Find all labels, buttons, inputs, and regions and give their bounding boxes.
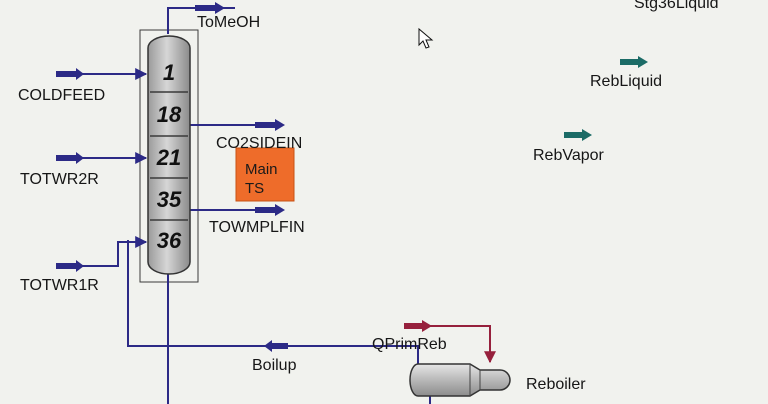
line-qprimreb <box>404 320 496 364</box>
stage-label: 21 <box>156 145 181 170</box>
label-totwr2r[interactable]: TOTWR2R <box>20 171 99 188</box>
stream-arrow-icon <box>620 56 648 68</box>
main-ts-line2: TS <box>245 180 264 197</box>
reboiler-exchanger[interactable] <box>409 363 511 397</box>
label-stg36liquid[interactable]: Stg36Liquid <box>634 0 719 12</box>
stage-label: 1 <box>163 60 175 85</box>
main-ts-block[interactable]: Main TS <box>235 147 295 202</box>
stream-arrow-icon <box>264 340 288 352</box>
line-totwr1r <box>56 236 148 267</box>
label-coldfeed[interactable]: COLDFEED <box>18 87 105 104</box>
mouse-pointer-icon <box>418 27 434 49</box>
label-qprimreb[interactable]: QPrimReb <box>372 336 447 353</box>
label-rebliquid[interactable]: RebLiquid <box>590 73 662 90</box>
stream-arrow-icon <box>56 260 84 272</box>
stream-arrow-icon <box>195 2 225 14</box>
stream-arrow-icon <box>255 204 285 216</box>
label-reboiler[interactable]: Reboiler <box>526 376 586 393</box>
stage-label: 36 <box>157 228 182 253</box>
stream-arrow-icon <box>56 68 84 80</box>
label-co2sidein[interactable]: CO2SIDEIN <box>216 135 302 152</box>
stage-label: 35 <box>157 187 182 212</box>
stage-label: 18 <box>157 102 182 127</box>
label-tomeoh[interactable]: ToMeOH <box>197 14 260 31</box>
stream-arrow-icon <box>564 129 592 141</box>
main-ts-line1: Main <box>245 161 278 178</box>
label-boilup[interactable]: Boilup <box>252 357 297 374</box>
label-towmplfin[interactable]: TOWMPLFIN <box>209 219 305 236</box>
stream-arrow-icon <box>255 119 285 131</box>
teal-arrows <box>564 56 648 141</box>
distillation-column[interactable]: 1 18 21 35 36 <box>147 35 191 275</box>
label-rebvapor[interactable]: RebVapor <box>533 147 605 164</box>
label-totwr1r[interactable]: TOTWR1R <box>20 277 99 294</box>
stream-arrow-icon <box>404 320 432 332</box>
stream-arrow-icon <box>56 152 84 164</box>
